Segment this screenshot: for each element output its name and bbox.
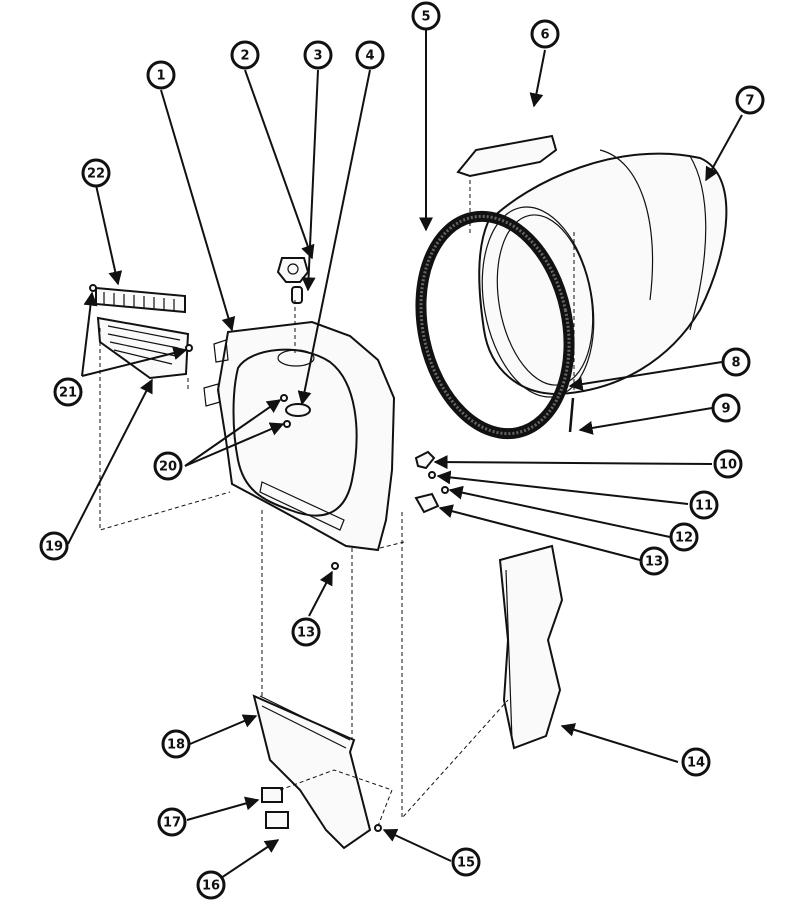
callout-bubble	[411, 1, 441, 31]
callout-bubble	[713, 449, 743, 479]
callout-bubble	[530, 19, 560, 49]
callout-20: 20	[153, 451, 183, 481]
callout-11: 11	[689, 490, 719, 520]
callout-1: 1	[146, 60, 176, 90]
callout-bubble	[303, 40, 333, 70]
callout-bubble	[53, 377, 83, 407]
exhaust-duct-part	[252, 694, 372, 850]
callout-13b: 13	[291, 617, 321, 647]
callout-16: 16	[196, 870, 226, 900]
callout-3: 3	[303, 40, 333, 70]
switch-bracket-part	[414, 450, 449, 514]
callout-bubble	[689, 490, 719, 520]
callout-number: 12	[675, 531, 693, 546]
callout-number: 15	[457, 856, 475, 871]
callout-bubble	[39, 531, 69, 561]
callout-number: 16	[202, 879, 220, 894]
callout-4: 4	[355, 40, 385, 70]
callout-bubble	[153, 451, 183, 481]
callout-bubble	[146, 60, 176, 90]
drum-seal-part	[415, 210, 575, 440]
pad-16-part	[265, 811, 289, 829]
lint-screen-top-part	[95, 286, 186, 314]
callout-number: 20	[159, 460, 177, 475]
callout-12a: 12	[669, 522, 699, 552]
callout-15: 15	[451, 847, 481, 877]
callout-number: 7	[745, 94, 754, 109]
thermal-fuse-part	[291, 286, 303, 304]
drum-baffle-part	[456, 134, 558, 178]
callout-bubble	[735, 85, 765, 115]
callout-2: 2	[230, 40, 260, 70]
callout-number: 11	[695, 499, 713, 514]
callout-8: 8	[721, 347, 751, 377]
callout-13a: 13	[639, 546, 669, 576]
callout-number: 21	[59, 386, 77, 401]
callout-17: 17	[157, 807, 187, 837]
callout-number: 1	[156, 69, 165, 84]
callout-bubble	[355, 40, 385, 70]
callout-21: 21	[53, 377, 83, 407]
callout-number: 14	[687, 756, 705, 771]
callout-22: 22	[81, 158, 111, 188]
thermostat-part	[276, 257, 310, 283]
callout-14: 14	[681, 747, 711, 777]
drum-screw-part	[568, 397, 575, 433]
callout-number: 22	[87, 167, 105, 182]
callout-bubble	[161, 729, 191, 759]
callout-bubble	[669, 522, 699, 552]
callout-bubble	[711, 393, 741, 423]
leader-lines	[67, 30, 743, 885]
callout-7: 7	[735, 85, 765, 115]
callout-number: 13	[645, 555, 663, 570]
callout-number: 4	[365, 49, 374, 64]
callout-18: 18	[161, 729, 191, 759]
callout-number: 9	[721, 402, 730, 417]
callout-number: 17	[163, 816, 181, 831]
callout-number: 18	[167, 738, 185, 753]
callout-number: 8	[731, 356, 740, 371]
callout-number: 19	[45, 540, 63, 555]
bulkhead-part	[203, 320, 396, 552]
callout-10: 10	[713, 449, 743, 479]
callout-bubble	[157, 807, 187, 837]
callout-5: 5	[411, 1, 441, 31]
callout-number: 10	[719, 458, 737, 473]
callout-bubble	[81, 158, 111, 188]
assembly-lines	[99, 180, 575, 827]
callout-19: 19	[39, 531, 69, 561]
callout-bubble	[230, 40, 260, 70]
drum-part	[478, 149, 728, 398]
screw-13b-part	[331, 562, 339, 570]
pad-17-part	[261, 787, 283, 803]
callout-bubble	[196, 870, 226, 900]
callout-number: 2	[240, 49, 249, 64]
callout-bubble	[721, 347, 751, 377]
callout-bubble	[639, 546, 669, 576]
callout-number: 6	[540, 28, 549, 43]
callout-bubble	[681, 747, 711, 777]
callout-number: 13	[297, 626, 315, 641]
callout-bubble	[291, 617, 321, 647]
callout-6: 6	[530, 19, 560, 49]
callout-number: 5	[421, 10, 430, 25]
callout-bubble	[451, 847, 481, 877]
callout-9: 9	[711, 393, 741, 423]
side-panel-part	[498, 544, 564, 750]
callout-number: 3	[313, 49, 322, 64]
